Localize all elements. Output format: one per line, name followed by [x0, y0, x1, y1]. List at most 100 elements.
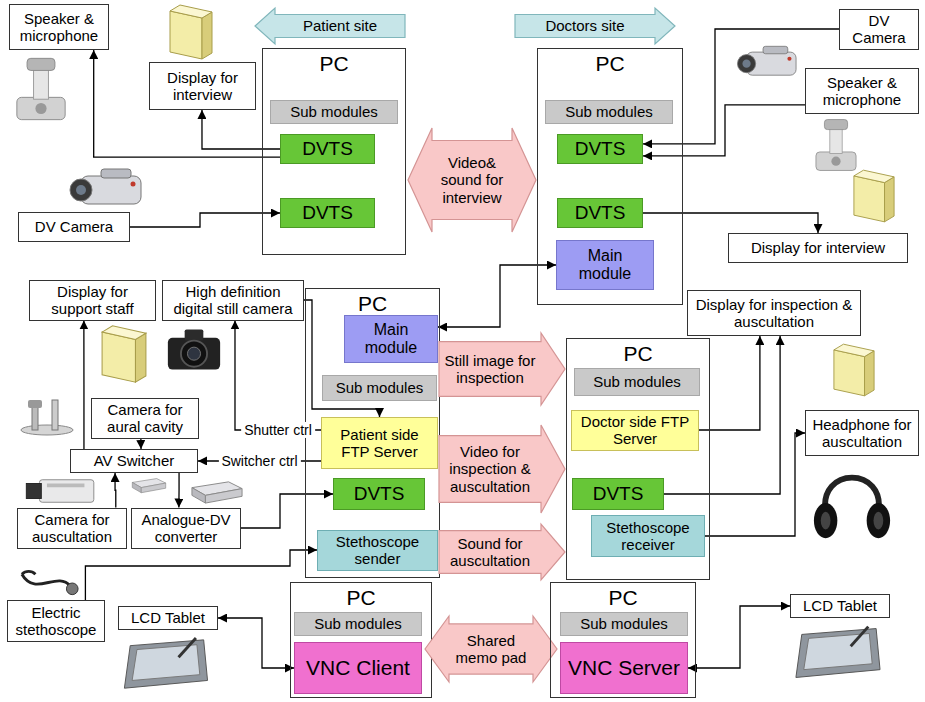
box-text: DVTS	[575, 202, 626, 224]
pc-label: PC	[567, 339, 709, 366]
box-text: Display for inspection & auscultation	[692, 296, 856, 331]
stethoscope-module-box: Stethoscope sender	[317, 530, 438, 571]
device-label: Display for interview	[149, 62, 256, 110]
device-label: Display for inspection & auscultation	[687, 290, 861, 336]
ftp-server-box: Doctor side FTP Server	[571, 410, 699, 451]
transfer-arrow: Still image for inspection	[439, 333, 565, 405]
ftp-server-box: Patient side FTP Server	[321, 417, 438, 469]
dv-camera-icon	[737, 46, 796, 75]
arrow-outline	[425, 616, 557, 682]
pc-box: PCSub modulesVNC Client	[290, 582, 432, 698]
box-text: Stethoscope receiver	[596, 519, 700, 554]
aural-camera-icon	[21, 400, 73, 435]
box-text: Sub modules	[565, 103, 653, 120]
auscultation-camera-icon	[26, 480, 94, 503]
box-text: Patient side FTP Server	[326, 426, 433, 461]
box-text: LCD Tablet	[803, 597, 877, 614]
submodule-box: Sub modules	[322, 375, 437, 401]
pc-label: PC	[538, 49, 682, 76]
device-label: DV Camera	[18, 212, 130, 242]
box-text: DVTS	[302, 138, 353, 160]
av-switcher-icon	[132, 479, 165, 493]
arrow-outline	[515, 8, 675, 44]
speaker-microphone-icon	[17, 58, 65, 119]
connector	[643, 213, 818, 233]
pc-box: PC Sub modulesDVTS DVTS Main module	[537, 48, 683, 305]
box-text: VNC Server	[568, 656, 680, 680]
dv-camera-icon	[70, 169, 141, 204]
box-text: DV Camera	[35, 218, 113, 235]
device-label: Display for support staff	[29, 280, 156, 321]
device-label: LCD Tablet	[118, 606, 218, 630]
box-text: Main module	[561, 247, 649, 284]
edge-label: Shutter ctrl	[241, 422, 315, 438]
box-text: Sub modules	[593, 373, 681, 390]
box-text: Analogue-DV converter	[136, 511, 236, 546]
box-text: DVTS	[593, 483, 644, 505]
box-text: Still image for inspection	[443, 352, 537, 387]
box-text: Stethoscope sender	[322, 533, 433, 568]
submodule-box: Sub modules	[545, 100, 673, 124]
box-text: Sound for auscultation	[443, 535, 537, 570]
box-text: Speaker & microphone	[14, 10, 104, 45]
edge-label: Switcher ctrl	[218, 453, 300, 469]
stethoscope-module-box: Stethoscope receiver	[591, 515, 705, 557]
converter-icon	[192, 482, 242, 503]
device-label: Analogue-DV converter	[131, 508, 241, 549]
submodule-box: Sub modules	[294, 612, 422, 636]
arrow-outline	[439, 524, 565, 580]
device-label: Camera for auscultation	[17, 508, 127, 549]
device-label: Headphone for auscultation	[805, 410, 919, 456]
box-text: Speaker & microphone	[810, 74, 914, 109]
connector	[202, 110, 280, 149]
box-text: Doctor side FTP Server	[576, 413, 694, 448]
connector	[438, 265, 556, 327]
arrow-outline	[408, 128, 536, 232]
box-text: DVTS	[302, 202, 353, 224]
transfer-arrow: Shared memo pad	[425, 616, 557, 682]
connector	[688, 606, 790, 668]
dvts-box: DVTS	[333, 478, 425, 510]
pc-label: PC	[551, 583, 695, 610]
stethoscope-icon	[22, 571, 78, 594]
connector	[705, 433, 805, 536]
pc-label: PC	[291, 583, 431, 610]
connector	[218, 618, 294, 668]
tablet-icon	[124, 638, 207, 688]
box-text: Sub modules	[580, 615, 668, 632]
box-text: DVTS	[575, 138, 626, 160]
box-text: Main module	[349, 321, 433, 358]
box-text: Video& sound for interview	[436, 154, 508, 206]
site-arrow: Patient site	[255, 8, 405, 44]
device-label: Display for interview	[728, 233, 908, 263]
pc-box: PCMain moduleSub modulesPatient side FTP…	[305, 288, 440, 578]
headphone-icon	[814, 478, 890, 539]
dvts-box: DVTS	[572, 478, 664, 510]
device-label: Speaker & microphone	[805, 68, 919, 114]
display-icon	[854, 170, 894, 222]
transfer-arrow: Video& sound for interview	[408, 128, 536, 232]
pc-box: PC Sub modulesVNC Server	[550, 582, 696, 698]
box-text: LCD Tablet	[131, 609, 205, 626]
arrow-outline	[255, 8, 405, 44]
display-icon	[170, 5, 212, 59]
site-arrow: Doctors site	[515, 8, 675, 44]
connector	[130, 213, 280, 227]
box-text: Patient site	[303, 17, 377, 34]
connector-group	[84, 29, 839, 668]
vnc-box: VNC Server	[560, 642, 688, 694]
arrow-outline	[439, 333, 565, 405]
submodule-box: Sub modules	[270, 100, 398, 124]
device-label: AV Switcher	[70, 449, 198, 473]
box-text: Headphone for auscultation	[810, 416, 914, 451]
connector	[83, 321, 84, 450]
edge-label-holder: Switcher ctrl	[218, 453, 300, 469]
box-text: Display for interview	[751, 239, 885, 256]
connector	[241, 494, 333, 528]
device-label: High definition digital still camera	[162, 280, 304, 321]
box-text: Camera for aural cavity	[96, 401, 194, 436]
box-text: VNC Client	[306, 656, 410, 680]
display-icon	[102, 326, 146, 382]
connector	[699, 336, 760, 430]
